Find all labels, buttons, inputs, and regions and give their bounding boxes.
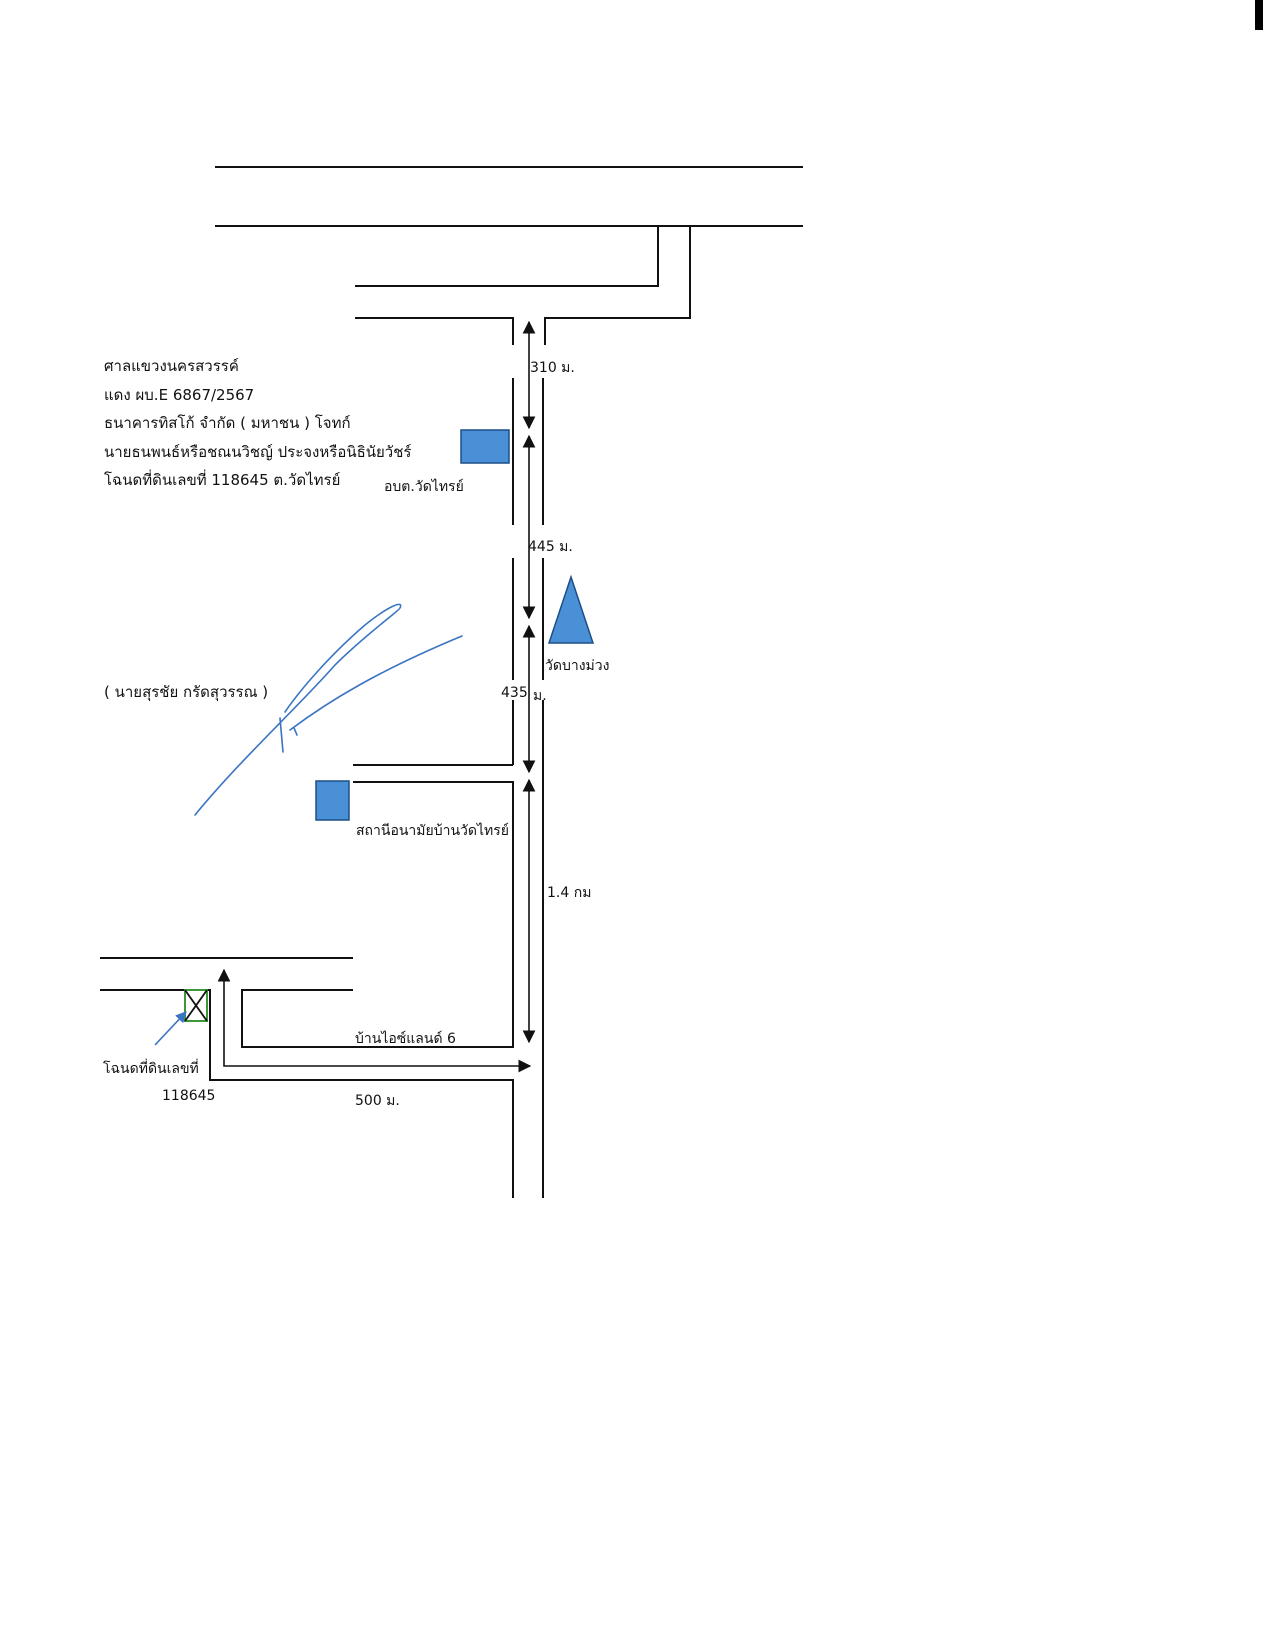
- label-deed-2: 118645: [162, 1088, 216, 1104]
- case-info: ศาลแขวงนครสวรรค์ แดง ผบ.E 6867/2567 ธนาค…: [104, 352, 411, 495]
- distance-1-4km: 1.4 กม: [547, 885, 592, 901]
- label-deed-1: โฉนดที่ดินเลขที่: [103, 1061, 199, 1077]
- sao-building-marker-icon: [460, 429, 510, 464]
- connector-road: [355, 226, 691, 345]
- distance-435-number: 435: [501, 685, 528, 701]
- distance-445: 445 ม.: [528, 539, 573, 555]
- distance-500: 500 ม.: [355, 1093, 400, 1109]
- label-village: บ้านไอซ์แลนด์ 6: [355, 1031, 456, 1047]
- distance-arrows: [217, 320, 536, 1073]
- temple-triangle-icon: [547, 574, 595, 644]
- scan-edge-mark: [1255, 0, 1263, 30]
- label-temple: วัดบางม่วง: [545, 658, 610, 674]
- distance-310: 310 ม.: [530, 360, 575, 376]
- case-number: แดง ผบ.E 6867/2567: [104, 385, 255, 404]
- plaintiff: ธนาคารทิสโก้ จำกัด ( มหาชน ) โจทก์: [104, 414, 351, 432]
- deed-info: โฉนดที่ดินเลขที่ 118645 ต.วัดไทรย์: [104, 471, 341, 489]
- arrow-500: [217, 968, 532, 1073]
- defendant: นายธนพนธ์หรือชณนวิชญ์ ประจงหรือนิธินัยวั…: [104, 442, 412, 461]
- signature-scribble: [194, 603, 463, 816]
- court-name: ศาลแขวงนครสวรรค์: [104, 357, 239, 375]
- health-station-marker-icon: [315, 780, 350, 821]
- top-road: [215, 166, 803, 227]
- parcel-x-icon: [184, 989, 208, 1022]
- signer-name: ( นายสุรชัย กรัดสุวรรณ ): [104, 683, 269, 701]
- label-sao: อบต.วัดไทรย์: [384, 479, 464, 495]
- pointer-arrow-icon: [154, 1011, 187, 1046]
- distance-435-unit: ม.: [533, 688, 547, 704]
- label-health-station: สถานีอนามัยบ้านวัดไทรย์: [356, 823, 509, 839]
